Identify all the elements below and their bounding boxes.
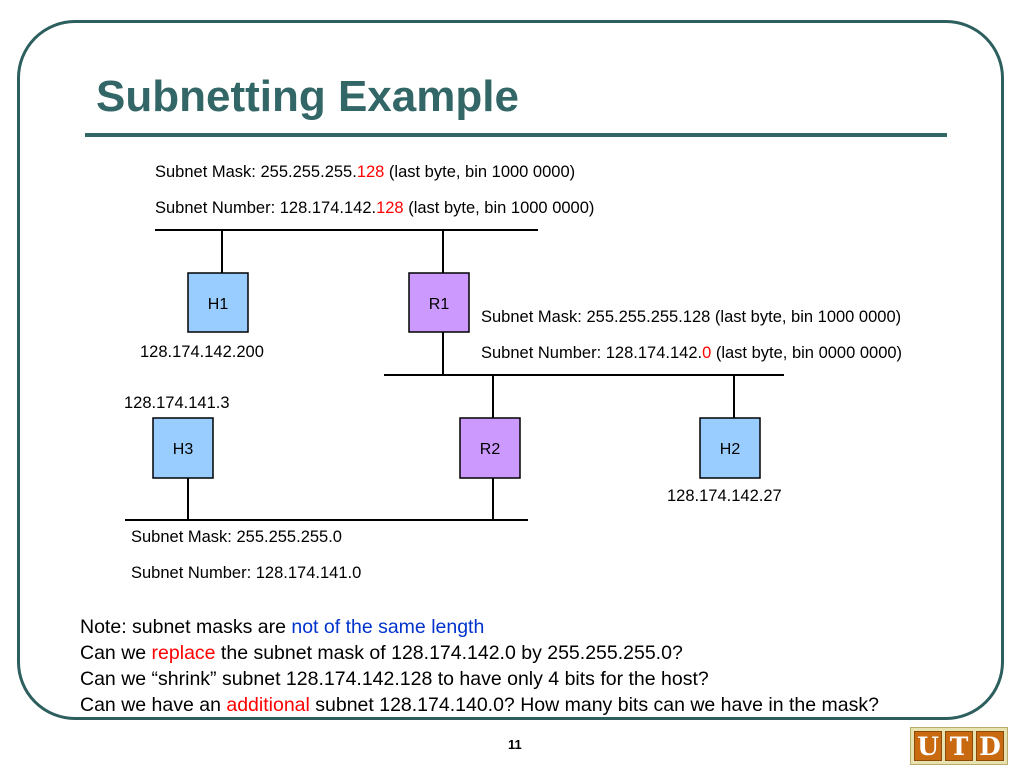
bottom-subnet-mask: Subnet Mask: 255.255.255.0 [131,528,342,546]
note-2-highlight: replace [151,642,216,664]
top-subnet-number: Subnet Number: 128.174.142.128 (last byt… [155,198,594,218]
title-divider [85,133,947,137]
h1-label: H1 [208,296,229,313]
note-line-1: Note: subnet masks are not of the same l… [80,614,879,640]
h2-box [699,417,761,479]
logo-letter-u: U [914,731,942,761]
note-4-highlight: additional [226,694,310,716]
middle-number-suffix: (last byte, bin 0000 0000) [711,344,903,362]
h2-address: 128.174.142.27 [667,487,782,505]
bottom-subnet-number: Subnet Number: 128.174.141.0 [131,564,362,582]
note-line-4: Can we have an additional subnet 128.174… [80,692,879,718]
note-line-2: Can we replace the subnet mask of 128.17… [80,640,879,666]
r1-box [408,272,470,333]
h3-address: 128.174.141.3 [124,394,230,412]
page-number: 11 [508,737,522,752]
middle-number-prefix: Subnet Number: 128.174.142. [481,344,703,362]
top-mask-highlight: 128 [356,163,385,181]
top-subnet-mask: Subnet Mask: 255.255.255.128 (last byte,… [155,162,575,182]
logo-letter-d: D [976,731,1004,761]
middle-number-highlight: 0 [702,344,712,362]
slide-frame [17,20,1004,720]
h3-label: H3 [173,441,194,458]
slide-title: Subnetting Example [96,72,519,121]
top-number-prefix: Subnet Number: 128.174.142. [155,199,377,217]
note-4-prefix: Can we have an [80,694,227,716]
note-1-text: Note: subnet masks are [80,616,292,638]
r1-label: R1 [429,296,450,313]
r2-label: R2 [480,441,501,458]
note-4-suffix: subnet 128.174.140.0? How many bits can … [309,694,879,716]
note-2-suffix: the subnet mask of 128.174.142.0 by 255.… [215,642,683,664]
h2-label: H2 [720,441,741,458]
h1-box [187,272,249,333]
note-line-3: Can we “shrink” subnet 128.174.142.128 t… [80,668,709,690]
top-number-highlight: 128 [376,199,404,217]
middle-subnet-number: Subnet Number: 128.174.142.0 (last byte,… [481,343,902,363]
top-mask-suffix: (last byte, bin 1000 0000) [384,163,576,181]
h1-address: 128.174.142.200 [140,343,264,361]
notes-block: Note: subnet masks are not of the same l… [80,614,879,718]
logo-letter-t: T [945,731,973,761]
note-1-highlight: not of the same length [291,616,485,638]
h3-box [152,417,214,479]
top-mask-prefix: Subnet Mask: 255.255.255. [155,163,357,181]
r2-box [459,417,521,479]
note-2-prefix: Can we [80,642,152,664]
utd-logo: U T D [910,727,1008,765]
middle-subnet-mask: Subnet Mask: 255.255.255.128 (last byte,… [481,308,902,326]
top-number-suffix: (last byte, bin 1000 0000) [403,199,595,217]
